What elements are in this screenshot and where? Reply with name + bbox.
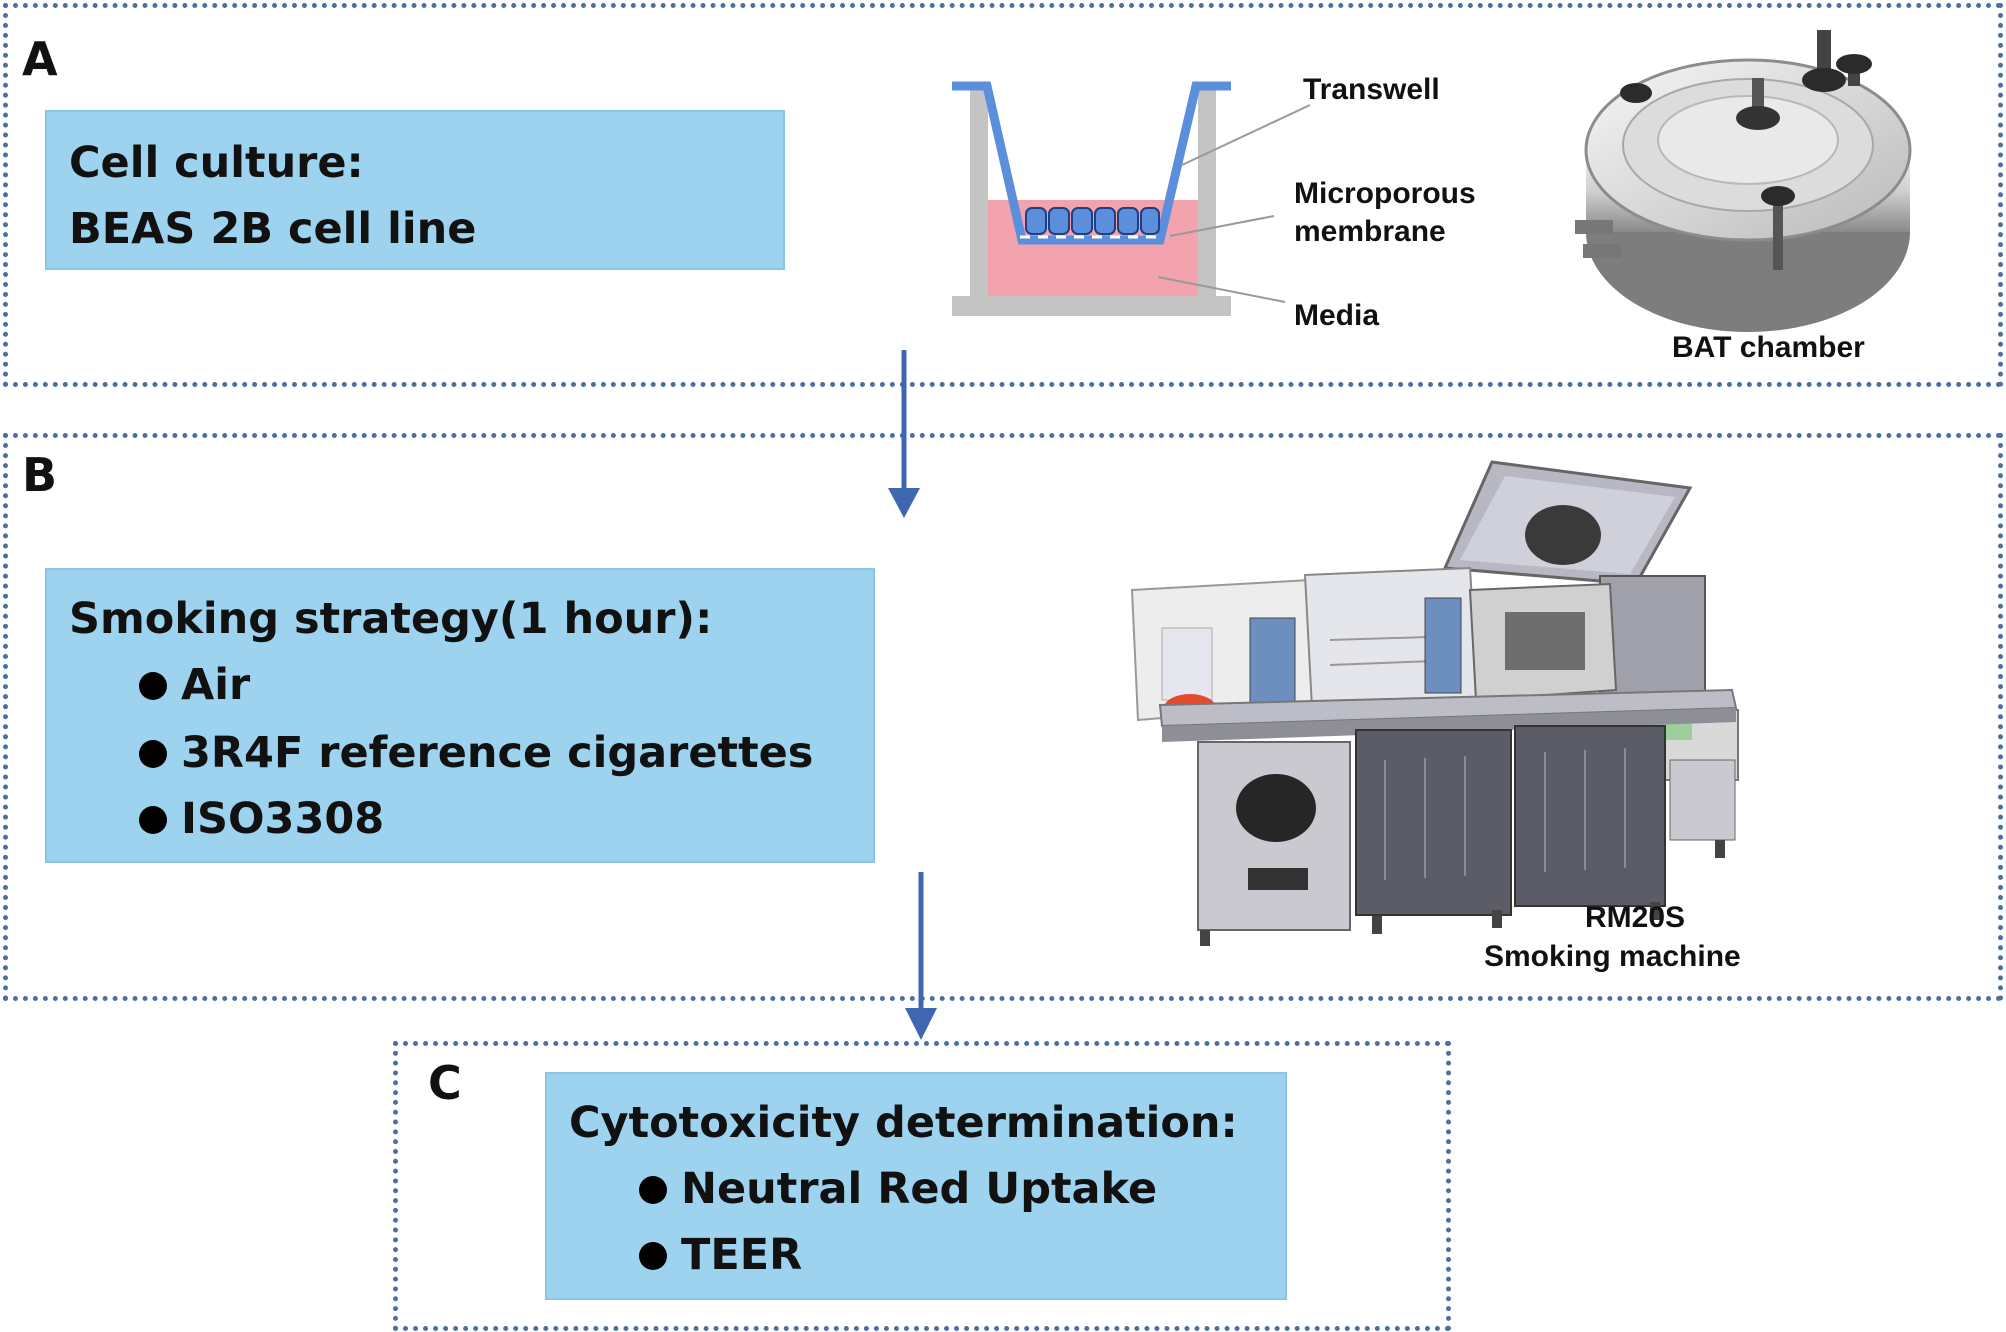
bullet-neutral-red: Neutral Red Uptake	[639, 1168, 1157, 1211]
machine-label-line2: Smoking machine	[1484, 940, 1741, 973]
panel-c	[393, 1041, 1451, 1331]
panel-a-letter: A	[22, 32, 58, 86]
smoking-strategy-box: Smoking strategy(1 hour): Air 3R4F refer…	[45, 568, 875, 863]
panel-b-letter: B	[22, 448, 58, 502]
smoking-machine-image	[1130, 460, 1739, 946]
cytotoxicity-box: Cytotoxicity determination: Neutral Red …	[545, 1072, 1287, 1300]
cell-culture-box: Cell culture: BEAS 2B cell line	[45, 110, 785, 270]
bullet-dot	[139, 739, 167, 768]
panel-b	[3, 433, 2003, 1001]
bat-chamber-image	[1575, 30, 1912, 332]
machine-label-line1: RM20S	[1585, 901, 1686, 934]
transwell-label: Transwell	[1303, 73, 1440, 106]
panel-c-letter: C	[428, 1056, 462, 1110]
bullet-teer: TEER	[639, 1234, 802, 1277]
membrane-label-line1: Microporous	[1294, 177, 1476, 210]
bullet-dot	[139, 805, 167, 834]
bullet-3r4f: 3R4F reference cigarettes	[139, 732, 813, 775]
bullet-air: Air	[139, 664, 250, 707]
membrane-label-line2: membrane	[1294, 215, 1446, 248]
transwell-diagram	[952, 81, 1311, 316]
bat-chamber-label: BAT chamber	[1672, 331, 1865, 364]
bullet-iso3308: ISO3308	[139, 798, 384, 841]
arrow-a-to-b	[888, 350, 920, 518]
panel-a	[3, 3, 2003, 387]
media-label: Media	[1294, 299, 1380, 332]
bullet-dot	[639, 1175, 667, 1204]
cell-row	[1025, 207, 1160, 235]
cell-line-text: BEAS 2B cell line	[69, 204, 477, 254]
bullet-dot	[639, 1241, 667, 1270]
smoking-strategy-title: Smoking strategy(1 hour):	[69, 594, 713, 644]
cytotoxicity-title: Cytotoxicity determination:	[569, 1098, 1238, 1148]
arrow-b-to-c	[905, 872, 937, 1040]
bullet-dot	[139, 671, 167, 700]
cell-culture-title: Cell culture:	[69, 138, 364, 188]
